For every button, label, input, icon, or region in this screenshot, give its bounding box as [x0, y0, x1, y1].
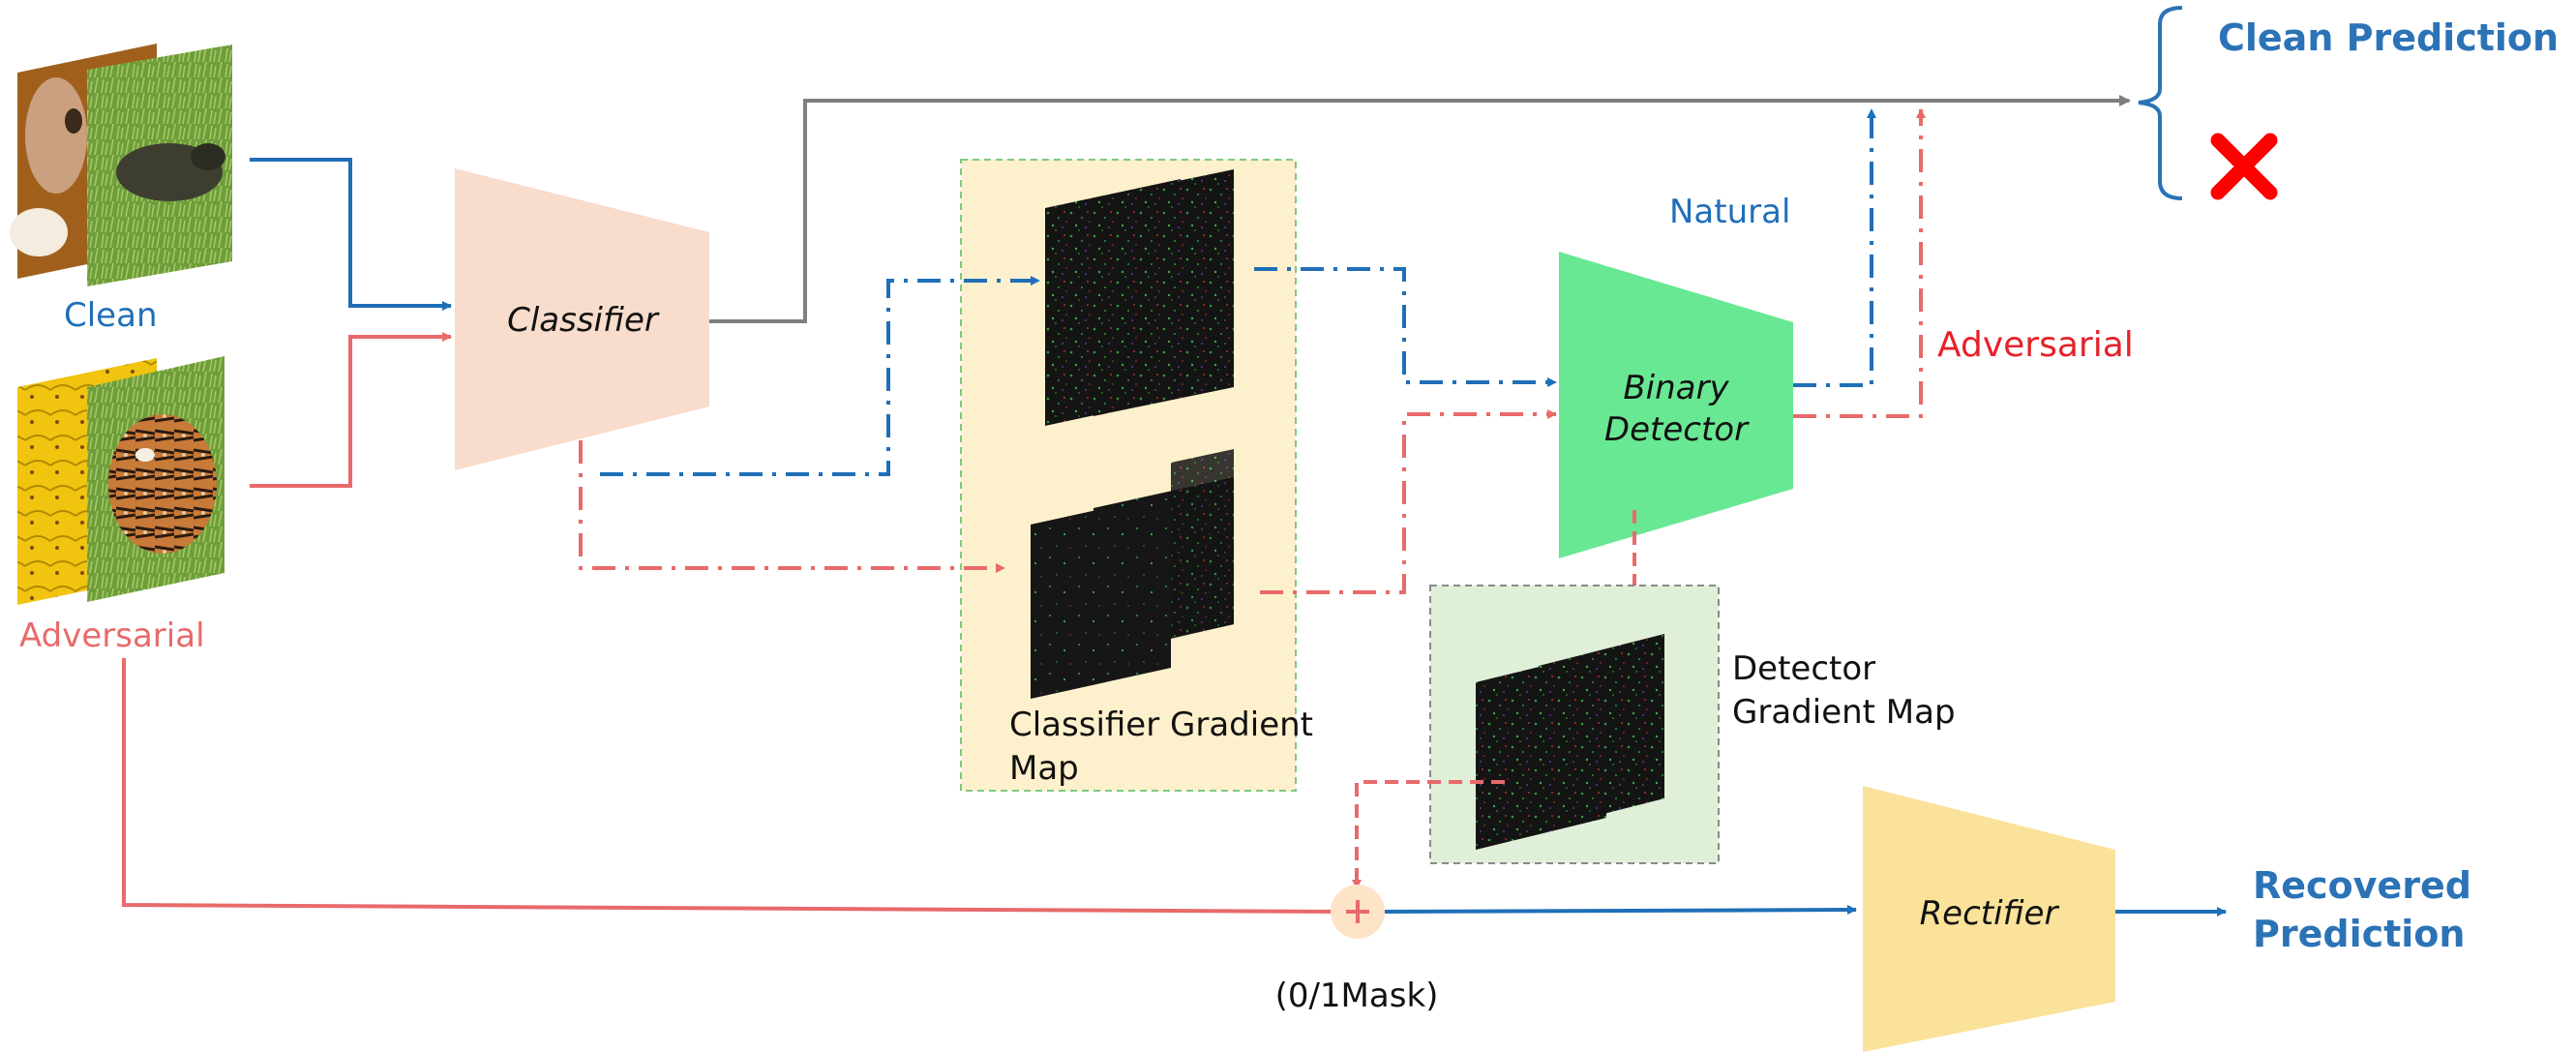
- clean-prediction-label: Clean Prediction: [2218, 16, 2559, 59]
- classifier-label: Classifier: [507, 301, 660, 340]
- rectifier-block: [1863, 786, 2115, 1052]
- clean-label: Clean: [64, 296, 158, 335]
- classifier-gradient-map-image-bottom: [1031, 449, 1234, 699]
- binary-detector-label-line2: Detector: [1604, 410, 1750, 449]
- adversarial-map-to-detector-arrow: [1260, 409, 1557, 594]
- classifier-gradient-map-image-top: [1045, 169, 1234, 426]
- classifier-gradient-map-label-line1: Classifier Gradient: [1009, 706, 1313, 744]
- adversarial-input-label: Adversarial: [19, 616, 205, 655]
- clean-to-classifier-arrow: [250, 158, 452, 311]
- recovered-prediction-label-line1: Recovered: [2253, 864, 2471, 907]
- adder-to-rectifier-arrow: [1384, 905, 1857, 916]
- natural-map-to-detector-arrow: [1254, 267, 1557, 387]
- detector-natural-output-arrow: [1793, 108, 1876, 387]
- rectifier-label: Rectifier: [1920, 894, 2060, 933]
- detector-map-to-adder-arrow: [1352, 780, 1505, 889]
- natural-label: Natural: [1669, 193, 1790, 231]
- clean-image-stack: [10, 44, 232, 286]
- output-brace: [2138, 6, 2183, 200]
- red-x-icon: [2210, 133, 2278, 200]
- classifier-to-clean-prediction-arrow: [709, 95, 2131, 323]
- classifier-natural-gradient-arrow: [600, 276, 1040, 476]
- plus-circle-icon: [1331, 885, 1385, 939]
- mask-label: (0/1Mask): [1275, 977, 1439, 1015]
- adversarial-branch-label: Adversarial: [1937, 325, 2134, 365]
- adversarial-to-classifier-arrow: [250, 332, 452, 488]
- detector-adversarial-output-arrow: [1793, 108, 1926, 418]
- classifier-adversarial-gradient-arrow: [579, 440, 1005, 573]
- binary-detector-label-line1: Binary: [1623, 369, 1729, 407]
- classifier-gradient-map-label-line2: Map: [1009, 749, 1079, 788]
- detector-gradient-map-label-line2: Gradient Map: [1732, 693, 1956, 732]
- binary-detector-block: [1559, 252, 1793, 558]
- classifier-block: [455, 168, 709, 470]
- adversarial-to-adder-line: [122, 658, 1338, 914]
- recovered-prediction-label-line2: Prediction: [2253, 913, 2465, 955]
- detector-gradient-map-label-line1: Detector: [1732, 649, 1875, 688]
- detector-gradient-map-image: [1476, 634, 1664, 850]
- adversarial-image-stack: [17, 356, 225, 605]
